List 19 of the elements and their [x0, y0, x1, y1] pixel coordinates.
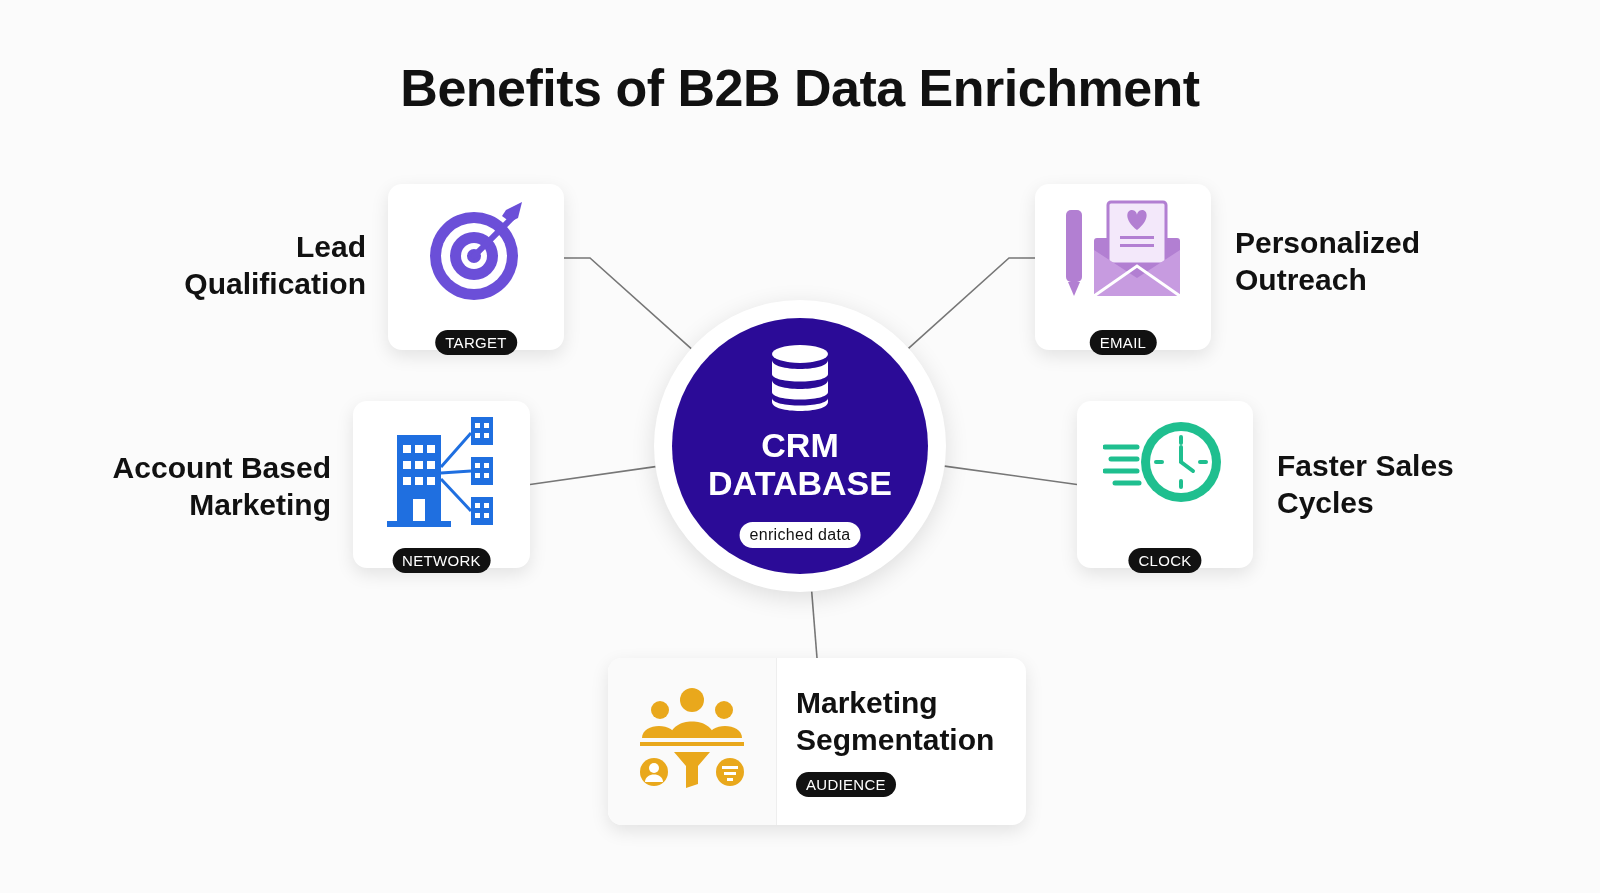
- title: Benefits of B2B Data Enrichment: [400, 58, 1200, 118]
- connector-line: [943, 465, 1078, 486]
- connector-line: [810, 590, 818, 659]
- tag-pill: enriched data: [739, 522, 861, 548]
- feature-card: [608, 658, 1026, 825]
- benefit-label: Marketing Segmentation: [796, 685, 996, 758]
- benefit-label: Account Based Marketing: [111, 450, 331, 523]
- tag-pill: TARGET: [435, 330, 517, 355]
- benefit-label: Lead Qualification: [183, 229, 366, 302]
- connector-line: [907, 257, 1036, 350]
- tag-pill: CLOCK: [1128, 548, 1202, 573]
- tag-pill: AUDIENCE: [796, 772, 896, 797]
- connector-line: [563, 257, 692, 350]
- hub-title: CRM DATABASE: [707, 426, 893, 502]
- tag-pill: NETWORK: [392, 548, 491, 573]
- tag-pill: EMAIL: [1089, 330, 1157, 355]
- connector-line: [529, 465, 657, 486]
- benefit-label: Personalized Outreach: [1235, 225, 1422, 298]
- benefit-label: Faster Sales Cycles: [1277, 448, 1455, 521]
